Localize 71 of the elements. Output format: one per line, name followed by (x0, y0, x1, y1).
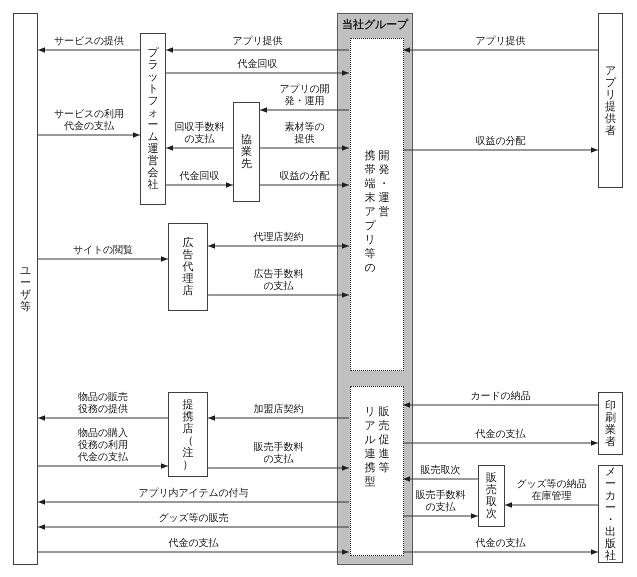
arrow (402, 549, 598, 555)
edge-label: 販売手数料の支払 (414, 490, 466, 514)
box-label: 携帯端末アプリ等の (364, 149, 376, 275)
arrow (504, 502, 598, 508)
edge-label: サービスの提供 (53, 36, 125, 48)
arrow (38, 549, 350, 555)
arrow (208, 292, 350, 298)
arrow (38, 47, 140, 53)
arrow (38, 132, 140, 138)
box-label: リアル連携型 (364, 405, 376, 489)
arrow (208, 243, 350, 249)
arrow (166, 47, 350, 53)
edge-label: 代金の支払 (474, 538, 526, 550)
arrow (166, 70, 350, 76)
arrow (402, 147, 598, 153)
arrow (402, 440, 598, 446)
arrow (260, 182, 350, 188)
entity-box: 提携店（注） (168, 392, 208, 477)
entity-box: メーカー・出版社 (598, 465, 623, 563)
edge-label: 代金の支払 (168, 538, 220, 550)
arrow (38, 415, 168, 421)
group-band (337, 13, 413, 565)
edge-label: アプリの開発・運用 (278, 84, 330, 108)
activity-box (350, 38, 404, 371)
edge-label: 加盟店契約 (252, 404, 304, 416)
entity-box: 協業先 (233, 102, 260, 202)
edge-label: 回収手数料の支払 (174, 122, 226, 146)
arrow (260, 145, 350, 151)
edge-label: 代金回収 (236, 59, 278, 71)
arrow (38, 524, 350, 530)
edge-label: アプリ提供 (474, 36, 526, 48)
edge-label: サービスの利用代金の支払 (53, 109, 125, 133)
edge-label: アプリ内アイテムの付与 (138, 488, 250, 500)
arrow (166, 145, 234, 151)
edge-label: 収益の分配 (278, 171, 330, 183)
edge-label: 代理店契約 (252, 232, 304, 244)
arrow (208, 415, 350, 421)
edge-label: 販売取次 (420, 465, 462, 477)
arrow (402, 47, 598, 53)
entity-box: 印刷業者 (598, 392, 623, 455)
edge-label: サイトの閲覧 (72, 245, 134, 257)
edge-label: グッズ等の納品在庫管理 (516, 479, 588, 503)
group-heading: 当社グループ (341, 17, 410, 32)
arrow (166, 182, 234, 188)
edge-label: 代金の支払 (474, 429, 526, 441)
edge-label: 物品の購入役務の利用代金の支払 (77, 428, 129, 464)
edge-label: 代金回収 (178, 171, 220, 183)
arrow (208, 465, 350, 471)
arrow (402, 513, 478, 519)
edge-label: アプリ提供 (232, 36, 284, 48)
arrow (38, 256, 168, 262)
entity-box: 広告代理店 (168, 223, 208, 311)
edge-label: 広告手数料の支払 (252, 269, 304, 293)
arrow (260, 107, 350, 113)
edge-label: グッズ等の販売 (158, 513, 230, 525)
box-label: 販売促進等 (378, 405, 390, 475)
edge-label: 物品の販売役務の提供 (77, 392, 129, 416)
box-label: 開発・運営 (378, 149, 390, 219)
edge-label: 収益の分配 (474, 136, 526, 148)
entity-box: 販売取次 (478, 465, 505, 527)
arrow (402, 402, 598, 408)
entity-box: アプリ提供者 (598, 13, 623, 188)
entity-box: プラットフォーム運営会社 (140, 33, 166, 205)
edge-label: 素材等の提供 (284, 122, 326, 146)
arrow (38, 463, 168, 469)
edge-label: 販売手数料の支払 (252, 442, 304, 466)
edge-label: カードの納品 (470, 391, 532, 403)
arrow (402, 476, 478, 482)
activity-box (350, 386, 404, 556)
entity-box: ユーザ等 (13, 13, 38, 565)
arrow (38, 499, 350, 505)
